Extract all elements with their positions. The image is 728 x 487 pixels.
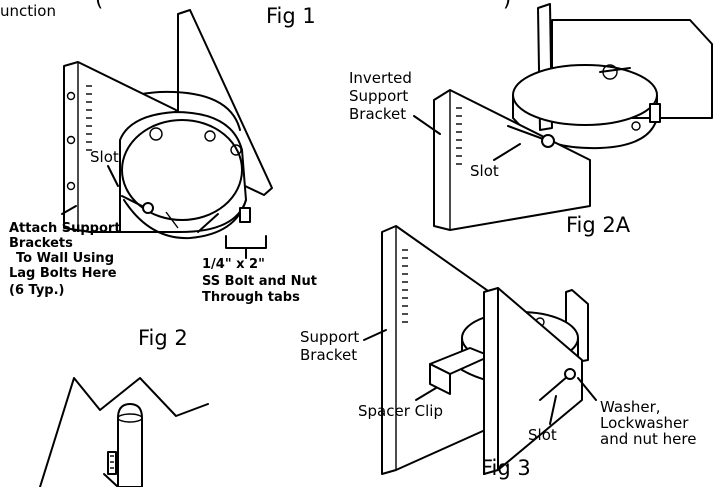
attach-line-4: Lag Bolts Here (9, 266, 117, 281)
fig2-slot-ticks (86, 85, 92, 151)
roof-break-line (39, 377, 209, 487)
fig2-attach-note: Attach Support Brackets To Wall Using La… (9, 221, 121, 298)
close-paren: ) (503, 0, 511, 11)
bolt-note-2: SS Bolt and Nut (202, 274, 317, 289)
bolt-note-1: 1/4" x 2" (202, 257, 265, 272)
inverted-line-3: Bracket (349, 105, 406, 123)
attach-line-1: Attach Support (9, 221, 121, 236)
attach-line-3: To Wall Using (16, 251, 114, 266)
inverted-line-1: Inverted (349, 69, 412, 87)
fig2a-inverted-label: Inverted Support Bracket (349, 69, 412, 123)
fig1-label: Fig 1 (266, 4, 316, 28)
spacer-clip-label: Spacer Clip (358, 402, 443, 420)
fig3-label: Fig 3 (481, 456, 531, 480)
washer-line-3: and nut here (600, 430, 696, 448)
washer-line-2: Lockwasher (600, 414, 689, 432)
fig2a-slot-label: Slot (470, 162, 499, 180)
washer-note: Washer, Lockwasher and nut here (600, 398, 696, 448)
chimney-pipe (117, 403, 143, 487)
attach-line-2: Brackets (9, 236, 73, 251)
support-line-1: Support (300, 328, 359, 346)
partial-bracket (107, 451, 117, 475)
fig2a-ticks (456, 107, 462, 165)
fig2-bolt-note: 1/4" x 2" SS Bolt and Nut Through tabs (202, 257, 317, 305)
attach-line-5: (6 Typ.) (9, 283, 65, 298)
fig3-support-label: Support Bracket (300, 328, 359, 364)
fig2-slot-label: Slot (90, 148, 119, 166)
fig3-front-plate (483, 287, 499, 475)
open-paren: ( (95, 0, 103, 11)
fig2a-band (512, 64, 658, 126)
title-fragment: unction (0, 2, 56, 20)
bolt-note-3: Through tabs (202, 290, 300, 305)
fig2a-drawing (433, 3, 713, 231)
fig3-slot-label: Slot (528, 426, 557, 444)
fig2-label: Fig 2 (138, 326, 188, 350)
washer-line-1: Washer, (600, 398, 661, 416)
inverted-line-2: Support (349, 87, 408, 105)
fig2-drawing (63, 9, 273, 259)
support-line-2: Bracket (300, 346, 357, 364)
fig3-drawing (381, 225, 589, 475)
fig2-pipe-opening (121, 119, 243, 221)
bottom-left-partial-drawing (39, 377, 209, 487)
fig2a-label: Fig 2A (566, 213, 631, 237)
fig3-ticks (402, 249, 408, 323)
